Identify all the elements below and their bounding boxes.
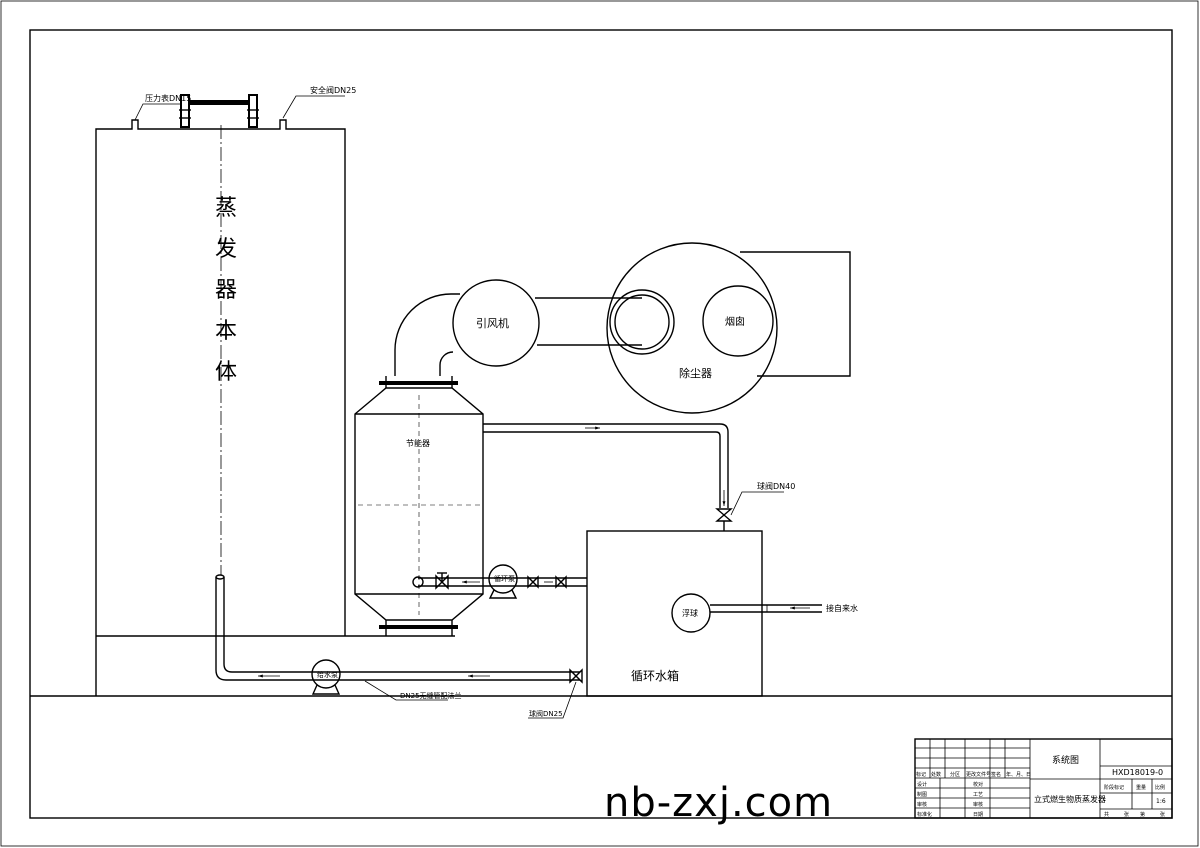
float-ball xyxy=(671,593,711,633)
tb-drawing-type: 系统图 xyxy=(1052,754,1079,766)
circ-pipe-elbow xyxy=(412,576,424,588)
float-ball-label: 浮球 xyxy=(682,608,698,618)
induced-fan xyxy=(452,279,540,367)
feed-pipe xyxy=(223,577,580,673)
ball-valve-dn40 xyxy=(715,508,733,531)
chimney xyxy=(702,285,774,357)
circ-valve-1 xyxy=(435,572,449,590)
tb-left-row: 标准化 xyxy=(917,811,932,818)
tb-sheet: 张 xyxy=(1160,811,1165,818)
safety-valve-leader xyxy=(282,95,345,119)
economizer xyxy=(354,376,484,636)
tb-mid-row: 日期 xyxy=(973,812,983,818)
tap-water-label: 接自来水 xyxy=(826,603,858,613)
tb-stage-mark: 阶段标记 xyxy=(1104,784,1124,791)
feed-pipe xyxy=(215,577,580,681)
tb-sheet: 共 xyxy=(1104,811,1109,818)
tb-header: 分区 xyxy=(950,771,960,778)
economizer-label: 节能器 xyxy=(406,438,430,448)
evaporator-label-char: 体 xyxy=(215,360,237,385)
flue-duct xyxy=(394,293,460,376)
tb-scale-label: 比例 xyxy=(1155,784,1165,791)
ball-valve-dn25 xyxy=(569,668,583,684)
tb-left-row: 制图 xyxy=(917,791,927,798)
evaporator-label-char: 蒸 xyxy=(215,196,237,221)
chimney-label: 烟囱 xyxy=(725,315,745,328)
tb-left-row: 设计 xyxy=(917,781,927,788)
watermark: nb-zxj.com xyxy=(604,780,834,826)
tb-product-name: 立式燃生物质蒸发器 xyxy=(1034,794,1106,804)
feed-pump-label: 给水泵 xyxy=(317,670,338,679)
tb-weight: 重量 xyxy=(1136,784,1146,791)
dust-collector-label: 除尘器 xyxy=(679,366,712,380)
dust-collector xyxy=(606,242,851,414)
tb-left-row: 审核 xyxy=(917,801,927,808)
circulation-tank-label: 循环水箱 xyxy=(631,668,679,683)
tb-header: 标记 xyxy=(916,771,926,778)
tb-header: 年、月、日 xyxy=(1006,771,1031,778)
return-pipe xyxy=(483,423,729,508)
pressure-gauge-leader xyxy=(134,103,180,121)
valve-dn25-label: 球阀DN25 xyxy=(529,709,563,718)
tb-sheet: 张 xyxy=(1124,811,1129,818)
tb-header: 处数 xyxy=(931,771,941,778)
valve-dn25-leader xyxy=(528,681,577,719)
tb-scale: 1:6 xyxy=(1156,798,1166,805)
tb-header: 更改文件号 xyxy=(966,771,991,778)
tb-sheet: 第 xyxy=(1140,811,1145,818)
pipe-dn25-label: DN25无缝管配法兰 xyxy=(400,691,462,700)
circ-valve-2 xyxy=(527,575,567,589)
valve-dn40-leader xyxy=(730,491,784,516)
evaporator-body xyxy=(95,94,455,696)
tb-drawing-no: HXD18019-0 xyxy=(1112,768,1163,777)
circulation-tank xyxy=(586,530,763,697)
circulation-pump xyxy=(488,564,518,599)
evaporator-label-char: 发 xyxy=(215,237,237,262)
pipe-dn25-leader xyxy=(364,680,448,701)
tb-mid-row: 工艺 xyxy=(973,792,983,798)
title-block xyxy=(914,738,1173,819)
return-pipe xyxy=(483,431,721,508)
drawing-frame xyxy=(29,29,1173,819)
valve-dn40-label: 球阀DN40 xyxy=(757,481,795,491)
evaporator-label-char: 本 xyxy=(215,319,237,344)
tb-mid-row: 审核 xyxy=(973,801,983,808)
pressure-gauge-label: 压力表DN15 xyxy=(145,93,191,103)
evaporator-label-char: 器 xyxy=(215,278,237,303)
feed-pump xyxy=(311,659,341,695)
flue-duct-inner xyxy=(439,351,454,376)
tb-header: 签名 xyxy=(991,771,1001,778)
induced-fan-label: 引风机 xyxy=(476,316,509,330)
circ-pump-label: 循环泵 xyxy=(494,574,515,583)
tb-mid-row: 校对 xyxy=(973,781,983,788)
safety-valve-label: 安全阀DN25 xyxy=(310,85,356,95)
